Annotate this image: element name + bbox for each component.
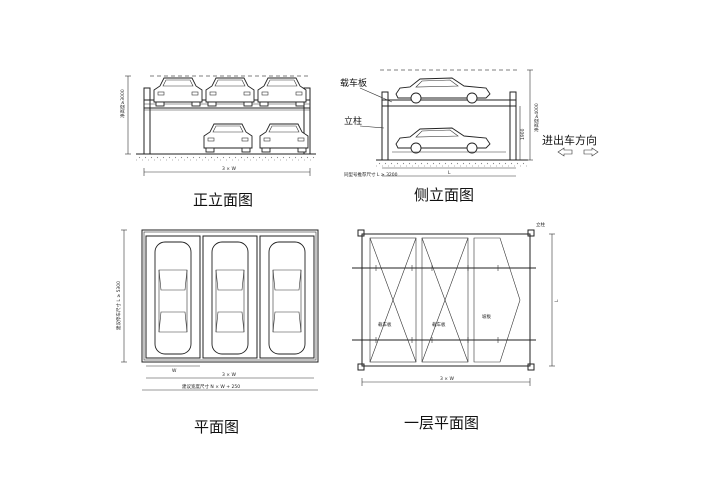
side-L-dim: L — [448, 170, 451, 176]
plan-depth-dim: 建议停车尺寸 L ≥ 5300 — [115, 281, 122, 330]
post-label: 立柱 — [536, 221, 545, 228]
caption-front-elevation: 正立面图 — [193, 191, 253, 209]
caption-floor1-plan: 一层平面图 — [404, 414, 479, 432]
board-a-label: 载车板 — [378, 321, 392, 328]
label-platform: 载车板 — [340, 77, 367, 89]
front-elevation: 净高度≥3000 3 × W 正立面图 — [119, 75, 316, 209]
caption-plan-view: 平面图 — [194, 418, 239, 436]
plan-W-dim: W — [172, 368, 177, 374]
floor-L-dim: L — [554, 299, 560, 302]
label-column: 立柱 — [344, 115, 362, 127]
plan-width-dim: 3 × W — [222, 372, 236, 378]
direction-label: 进出车方向 — [542, 133, 597, 147]
floor1-plan: 立柱 载车板 载车板 坡板 L — [352, 221, 560, 432]
side-depth-dim: 同型号推荐尺寸 L ≥ 3200 — [344, 171, 398, 178]
side-elevation: 载车板 立柱 净高度≥4000 1900 进出车方向 同型号推荐尺寸 L ≥ 3… — [340, 69, 599, 204]
slope-label: 坡板 — [482, 313, 491, 320]
front-height-dim: 净高度≥3000 — [119, 89, 126, 118]
front-width-dim: 3 × W — [222, 166, 236, 172]
floor-width-dim: 3 × W — [440, 376, 454, 382]
caption-side-elevation: 侧立面图 — [414, 186, 474, 204]
side-mid-dim: 1900 — [520, 128, 526, 140]
board-b-label: 载车板 — [432, 321, 446, 328]
arrow-left-icon — [557, 147, 573, 157]
plan-view: 建议停车尺寸 L ≥ 5300 W 3 × W 建议宽度尺寸 N × W + 2… — [115, 229, 319, 436]
arrow-right-icon — [583, 147, 599, 157]
plan-total-dim: 建议宽度尺寸 N × W + 250 — [182, 383, 240, 390]
side-height-dim: 净高度≥4000 — [533, 103, 540, 132]
